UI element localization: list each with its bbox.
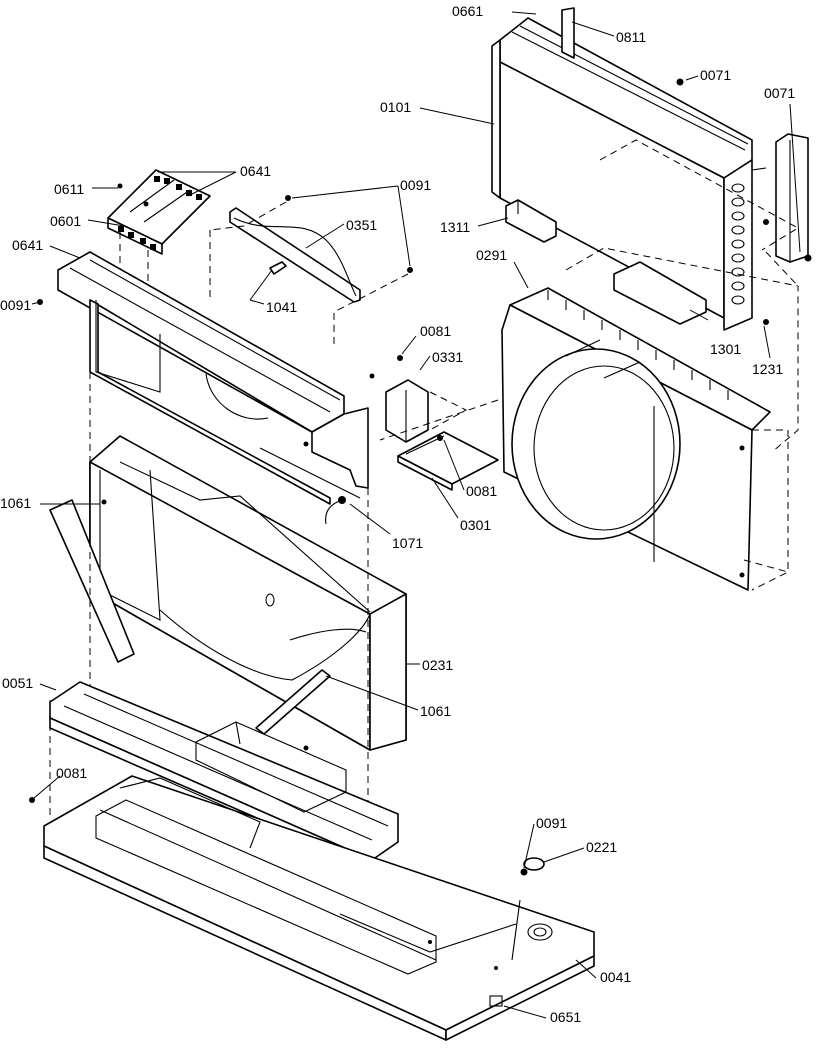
label-0331: 0331 <box>432 349 463 365</box>
label-0091-top: 0091 <box>400 177 431 193</box>
seal-strip-1301 <box>613 261 707 325</box>
grommet-0221 <box>523 857 545 871</box>
label-0641-top: 0641 <box>240 163 271 179</box>
partition-panel <box>229 207 361 303</box>
screw-icon <box>143 201 149 207</box>
label-0811: 0811 <box>616 29 646 45</box>
screw-icon <box>763 319 769 325</box>
screw-icon <box>763 219 769 225</box>
label-0301: 0301 <box>460 517 491 533</box>
label-1061-left: 1061 <box>0 495 31 511</box>
label-1071: 1071 <box>392 535 423 551</box>
screw-icon <box>101 499 107 505</box>
label-1041: 1041 <box>266 299 297 315</box>
drain-channel-1061-left <box>49 499 135 663</box>
screw-icon <box>369 373 375 379</box>
screw-icon <box>437 435 443 441</box>
screw-icon <box>29 797 35 803</box>
condenser-shroud <box>501 287 771 591</box>
screw-icon <box>804 254 812 262</box>
screw-icon <box>303 441 309 447</box>
screw-icon <box>285 195 291 201</box>
label-0081-base: 0081 <box>56 765 87 781</box>
label-0291: 0291 <box>476 247 507 263</box>
screw-icon <box>520 868 528 876</box>
chassis-base <box>43 775 595 1041</box>
label-0641-left: 0641 <box>12 237 43 253</box>
label-0661: 0661 <box>452 3 483 19</box>
label-0081-bracket: 0081 <box>420 323 451 339</box>
fan-orifice <box>511 348 681 540</box>
label-1301: 1301 <box>710 341 741 357</box>
label-1231: 1231 <box>752 361 783 377</box>
bracket-0301 <box>397 431 499 491</box>
label-0071-right: 0071 <box>764 85 795 101</box>
coil-tube-bends <box>731 183 745 305</box>
label-0091-left: 0091 <box>0 297 31 313</box>
label-1311: 1311 <box>440 219 470 235</box>
label-0051: 0051 <box>2 675 33 691</box>
screw-icon <box>428 940 432 944</box>
label-0091-base: 0091 <box>536 815 567 831</box>
screw-icon <box>117 183 123 189</box>
drain-housing <box>89 435 407 751</box>
label-1061-right: 1061 <box>420 703 451 719</box>
screw-icon <box>739 572 745 578</box>
label-0081-mid: 0081 <box>466 483 497 499</box>
label-0071-top: 0071 <box>700 67 731 83</box>
coil-bracket <box>561 7 809 263</box>
label-0221: 0221 <box>586 839 617 855</box>
screw-icon <box>407 267 413 273</box>
grid-hatch <box>118 176 202 250</box>
label-0351: 0351 <box>346 217 377 233</box>
screw-icon <box>676 78 684 86</box>
label-0651: 0651 <box>550 1009 581 1025</box>
screw-icon <box>397 355 403 361</box>
control-bracket-0331 <box>385 379 429 443</box>
screw-icon <box>303 745 309 751</box>
condenser-coil <box>491 17 767 331</box>
label-0601: 0601 <box>50 213 81 229</box>
drain-channel-1061-right <box>255 669 331 735</box>
label-0101: 0101 <box>380 99 411 115</box>
label-0611: 0611 <box>54 181 84 197</box>
label-0041: 0041 <box>600 969 631 985</box>
label-0231: 0231 <box>422 657 453 673</box>
heater-bracket-assembly <box>107 169 211 255</box>
screw-icon <box>739 445 745 451</box>
screw-icon <box>494 966 498 970</box>
